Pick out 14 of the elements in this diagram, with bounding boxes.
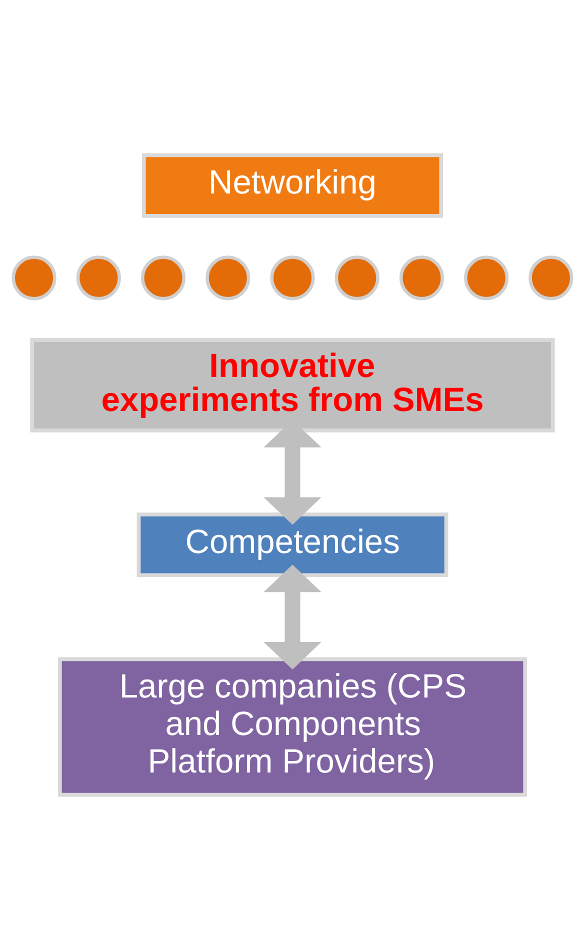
node-circle <box>334 256 380 300</box>
arrow <box>264 564 322 670</box>
node-box: Competencies <box>136 512 448 578</box>
node-circle <box>464 256 509 300</box>
node-box: Networking <box>142 153 444 218</box>
node-circle <box>270 256 315 300</box>
node-circle <box>76 256 121 300</box>
node-circle <box>12 256 56 300</box>
node-circle <box>206 256 250 300</box>
node-circle <box>399 256 444 300</box>
node-box: Innovative experiments from SMEs <box>30 338 555 432</box>
node-box: Large companies (CPS and Components Platform Providers) <box>58 657 528 797</box>
node-circle <box>140 256 186 300</box>
node-circle <box>528 256 574 300</box>
